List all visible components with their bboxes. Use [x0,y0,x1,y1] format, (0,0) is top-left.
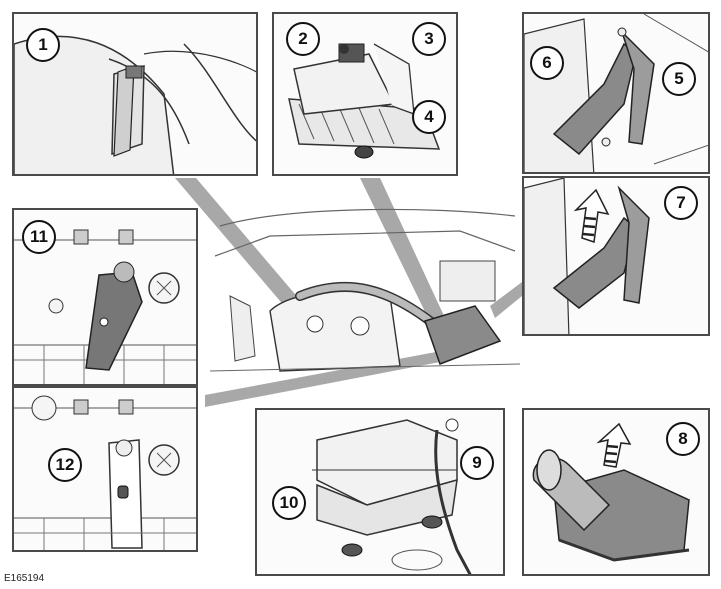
panel-engine-bay [210,196,520,380]
panel-hose-clamp: 1 [12,12,258,176]
figure-reference: E165194 [4,573,45,584]
callout-5: 5 [662,62,696,96]
wrench-slot-icon [14,395,196,550]
callout-8: 8 [666,422,700,456]
callout-11: 11 [22,220,56,254]
callout-7: 7 [664,186,698,220]
air-box-removal-icon [532,422,690,562]
callout-2: 2 [286,22,320,56]
wrench-icon [14,229,196,384]
arrow-up-icon [596,422,632,468]
leader-to-panel-2 [360,178,445,322]
panel-air-box-top: 2 3 4 [272,12,458,176]
leader-to-panel-1 [175,178,300,308]
callout-6: 6 [530,46,564,80]
leader-to-panel-5 [490,282,522,318]
arrow-up-icon [573,188,610,243]
panel-wrench-bottom: 12 [12,386,198,552]
panel-wrench-top: 11 [12,208,198,386]
panel-bracket-removal: 7 [522,176,710,336]
callout-1: 1 [26,28,60,62]
panel-air-box-side: 9 10 [255,408,505,576]
callout-10: 10 [272,486,306,520]
callout-4: 4 [412,100,446,134]
air-box-side-icon [312,418,472,574]
panel-air-box-removal: 8 [522,408,710,576]
engine-bay-icon [210,208,520,372]
air-box-icon [288,43,441,159]
bracket-removal-icon [524,178,650,334]
hose-clamp-icon [14,35,256,174]
callout-3: 3 [412,22,446,56]
callout-12: 12 [48,448,82,482]
callout-9: 9 [460,446,494,480]
panel-bracket: 6 5 [522,12,710,174]
